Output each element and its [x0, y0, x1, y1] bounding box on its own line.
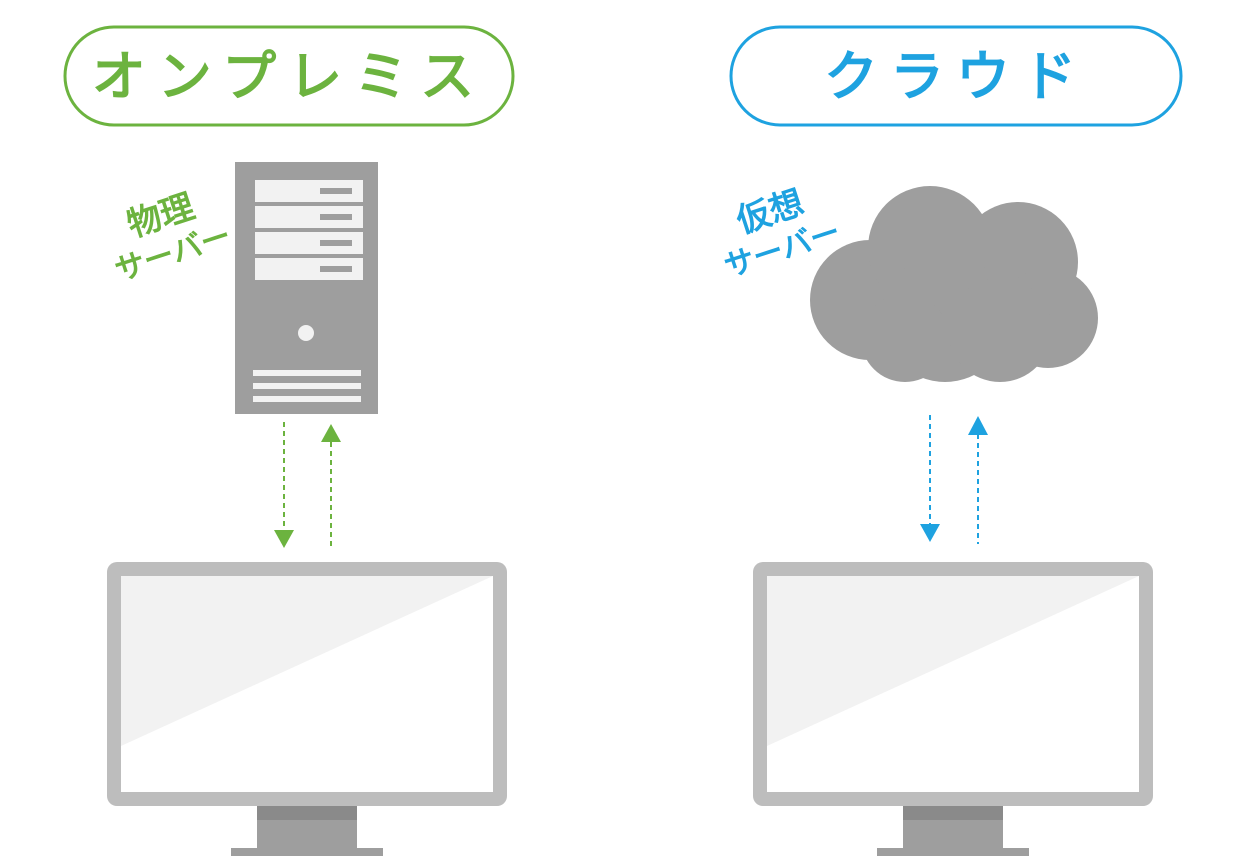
cloud-title-pill: クラウド [729, 25, 1183, 127]
onprem-title-pill: オンプレミス [63, 25, 515, 127]
cloud-title: クラウド [824, 45, 1088, 108]
cloud-monitor-icon [753, 562, 1153, 856]
cloud-data-arrows [920, 415, 988, 544]
onprem-data-arrows [274, 422, 341, 550]
cloud-arrow-up [968, 416, 988, 435]
onprem-title: オンプレミス [92, 45, 486, 108]
onprem-arrow-up [321, 424, 341, 442]
cloud-arrow-down [920, 524, 940, 542]
onprem-server-label: 物理 サーバー [111, 187, 236, 289]
onprem-arrow-down [274, 530, 294, 548]
cloud-icon [810, 186, 1098, 382]
onprem-monitor-icon [107, 562, 507, 856]
onprem-section: オンプレミス 物理 サーバー [63, 25, 515, 856]
cloud-section: クラウド 仮想 サーバー [720, 25, 1183, 856]
server-tower-icon [235, 162, 378, 414]
